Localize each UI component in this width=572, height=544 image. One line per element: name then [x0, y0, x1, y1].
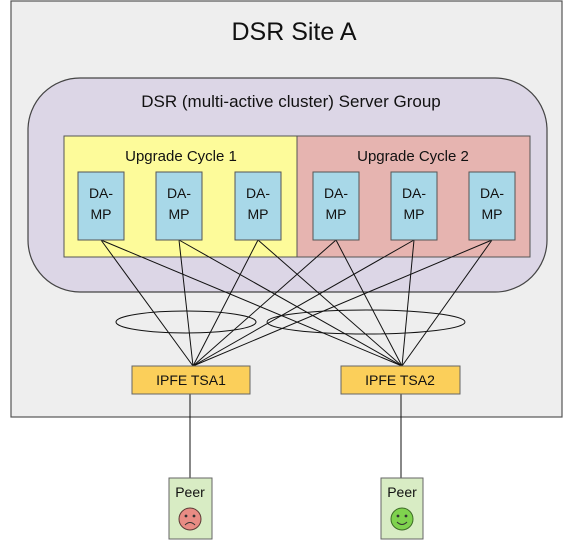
da-mp-node-line1: DA- — [246, 185, 270, 201]
da-mp-node-line2: MP — [91, 206, 112, 222]
da-mp-node-line1: DA- — [480, 185, 504, 201]
da-mp-node[interactable]: DA- MP — [234, 171, 282, 241]
happy-face-icon — [390, 507, 414, 531]
da-mp-node[interactable]: DA- MP — [312, 171, 360, 241]
da-mp-node-line1: DA- — [324, 185, 348, 201]
da-mp-node-line2: MP — [482, 206, 503, 222]
server-group-title: DSR (multi-active cluster) Server Group — [141, 92, 440, 111]
da-mp-node-line1: DA- — [402, 185, 426, 201]
sad-face-icon — [178, 507, 202, 531]
da-mp-node[interactable]: DA- MP — [468, 171, 516, 241]
upgrade-cycle-2-title: Upgrade Cycle 2 — [357, 148, 469, 165]
da-mp-node[interactable]: DA- MP — [155, 171, 203, 241]
da-mp-node-line2: MP — [326, 206, 347, 222]
ipfe-tsa2-box[interactable]: IPFE TSA2 — [340, 365, 461, 395]
site-title: DSR Site A — [231, 18, 356, 46]
ipfe-tsa1-bond-ellipse — [115, 310, 257, 334]
ipfe-tsa1-label: IPFE TSA1 — [156, 372, 226, 388]
da-mp-node[interactable]: DA- MP — [77, 171, 125, 241]
da-mp-node-line2: MP — [404, 206, 425, 222]
peer-happy[interactable]: Peer — [380, 477, 424, 540]
da-mp-node[interactable]: DA- MP — [390, 171, 438, 241]
da-mp-node-line2: MP — [169, 206, 190, 222]
ipfe-tsa2-bond-ellipse — [266, 309, 466, 335]
da-mp-node-line1: DA- — [167, 185, 191, 201]
ipfe-tsa2-label: IPFE TSA2 — [365, 372, 435, 388]
peer-sad[interactable]: Peer — [168, 477, 213, 540]
da-mp-node-line1: DA- — [89, 185, 113, 201]
upgrade-cycle-1-title: Upgrade Cycle 1 — [125, 148, 237, 165]
peer-happy-label: Peer — [387, 484, 417, 500]
ipfe-tsa1-box[interactable]: IPFE TSA1 — [131, 365, 251, 395]
peer-sad-label: Peer — [175, 484, 205, 500]
connection-lines — [100, 239, 493, 480]
da-mp-node-line2: MP — [248, 206, 269, 222]
